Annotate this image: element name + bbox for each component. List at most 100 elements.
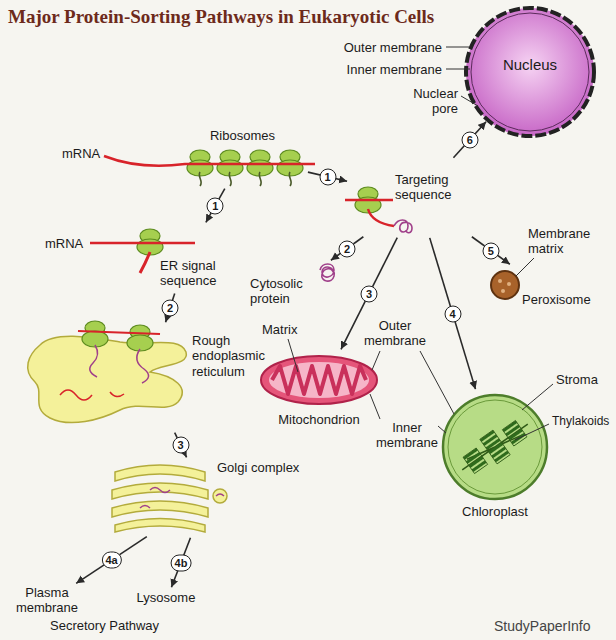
callout-number: 4: [444, 305, 461, 322]
callout-number: 1: [319, 168, 336, 185]
peroxisome: Peroxisome: [488, 266, 603, 314]
er-lumen: [28, 336, 187, 422]
callout-number: 4b: [171, 554, 192, 571]
illustration-part: [502, 420, 527, 446]
mrna-strand: [345, 199, 393, 202]
node-label: Rough endoplasmic reticulum: [192, 333, 274, 379]
mrna-label: mRNA: [62, 146, 102, 161]
illustration-part: [507, 282, 511, 286]
protein-chain: [216, 494, 224, 496]
chloroplast-drawing: [443, 384, 553, 499]
region-label: Thylakoids: [552, 414, 612, 428]
matrix: [269, 362, 369, 398]
golgi-complex: Golgi complex: [105, 460, 307, 535]
vesicle: [213, 489, 227, 503]
plasma-membrane: Plasma membrane: [12, 585, 84, 619]
cristae: [272, 366, 366, 394]
chloroplast-envelope: [443, 395, 547, 499]
membrane-label: Inner membrane: [375, 420, 439, 451]
protein-chain: [394, 220, 412, 233]
nuclear-envelope: [466, 8, 594, 136]
free-ribosome: Targeting sequence: [350, 160, 485, 235]
leader-line: [515, 424, 549, 440]
illustration-part: [463, 448, 488, 474]
outer-membrane: [261, 356, 377, 404]
targeting-sequence: [368, 209, 394, 226]
rough-er-drawing: [28, 321, 187, 423]
leader-line: [446, 47, 469, 48]
cisterna: [112, 483, 208, 499]
leader-line: [516, 258, 534, 276]
thylakoid-stacks: [454, 412, 537, 482]
leader-line: [420, 351, 454, 414]
node-label: ER signal sequence: [160, 258, 245, 289]
region-label: Membrane matrix: [528, 226, 600, 257]
illustration-part: [127, 325, 153, 351]
nucleus-drawing: [446, 8, 594, 136]
callout-number: 5: [482, 242, 499, 259]
mrna-strand: [104, 156, 315, 166]
cisterna: [115, 465, 205, 481]
illustration-part: [501, 289, 505, 293]
pore-label: Nuclear pore: [398, 86, 458, 117]
protein-chain: [140, 488, 170, 509]
callout-number: 2: [162, 299, 179, 316]
callout-number: 3: [361, 285, 378, 302]
cisterna: [115, 519, 205, 533]
rough-er: Rough endoplasmic reticulum: [20, 325, 276, 430]
protein-chain: [90, 345, 149, 383]
pathway-arrow: [171, 538, 190, 587]
node-label: Nucleus: [466, 56, 594, 74]
pathway-arrow: [76, 537, 147, 584]
leader-line: [370, 394, 380, 419]
membrane-label: Inner membrane: [322, 62, 442, 77]
mrna-strand: [78, 331, 160, 334]
illustration-part: [82, 321, 108, 347]
inner-membrane: [448, 400, 542, 494]
node-label: Cytosolic protein: [250, 276, 325, 307]
nucleus: Nucleus: [466, 8, 596, 136]
pathway-arrow: [206, 189, 225, 223]
node-label: Golgi complex: [217, 460, 305, 475]
polysome: Ribosomes: [180, 128, 305, 186]
pathway-arrow: [472, 237, 510, 264]
pathway-label: Secretory Pathway: [50, 618, 180, 633]
signal-sequence: [140, 252, 150, 273]
cisterna: [112, 501, 208, 517]
node-label: Ribosomes: [200, 128, 285, 143]
leader-line: [288, 339, 298, 372]
leader-line: [372, 351, 380, 370]
pathway-arrow: [453, 122, 486, 158]
polysome-drawing: [104, 150, 315, 186]
mitochondrion: Mitochondrion: [258, 352, 382, 430]
region-label: Stroma: [556, 372, 606, 387]
node-label: Targeting sequence: [395, 172, 481, 203]
illustration-part: [498, 279, 502, 283]
pathway-arrow: [331, 237, 363, 260]
watermark: StudyPaperInfo: [494, 618, 610, 635]
title: Major Protein-Sorting Pathways in Eukary…: [8, 6, 434, 28]
callout-number: 4a: [101, 552, 121, 569]
protein-chain: [60, 390, 124, 400]
callout-number: 3: [172, 437, 189, 454]
illustration-part: [480, 430, 510, 464]
callout-number: 1: [207, 197, 224, 214]
membrane-label: Outer membrane: [322, 40, 442, 55]
mitochondrion-drawing: [261, 339, 377, 404]
leader-line: [446, 69, 470, 70]
node-label: Peroxisome: [522, 292, 600, 307]
pathway-arrow: [430, 238, 476, 389]
cytosolic-protein: Cytosolic protein: [248, 262, 340, 312]
nascent-chain: [199, 172, 291, 186]
node-label: Chloroplast: [435, 504, 555, 519]
mrna-strand: [90, 242, 195, 245]
illustration-part: [459, 419, 531, 475]
membrane-label: Outer membrane: [363, 318, 427, 349]
lysosome: Lysosome: [135, 590, 199, 607]
chloroplast: Chloroplast: [435, 392, 557, 522]
callout-number: 2: [339, 240, 356, 257]
